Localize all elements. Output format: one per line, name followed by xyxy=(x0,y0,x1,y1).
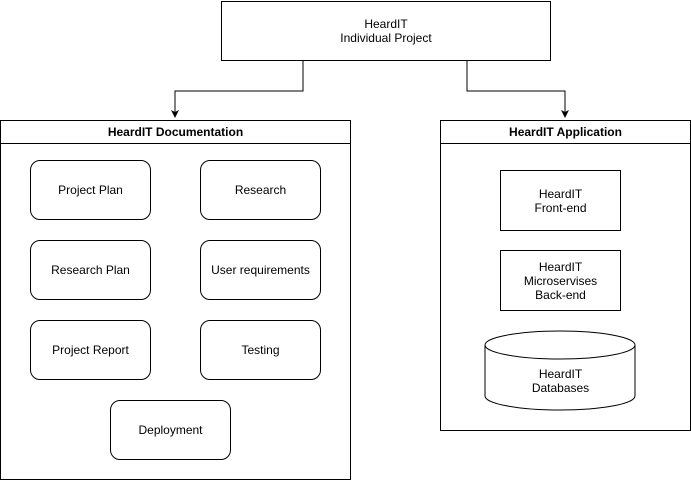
documentation-header: HeardIT Documentation xyxy=(1,121,350,144)
frontend-node[interactable]: HeardIT Front-end xyxy=(500,170,621,231)
connector-root-to-application xyxy=(466,61,569,118)
root-node-title: HeardIT xyxy=(364,17,408,31)
root-node-subtitle: Individual Project xyxy=(340,31,432,45)
doc-item-label: Project Report xyxy=(52,343,129,357)
application-header: HeardIT Application xyxy=(441,121,690,144)
backend-line2: Microservises xyxy=(523,273,598,288)
database-label: HeardIT Databases xyxy=(485,360,636,402)
database-line2: Databases xyxy=(531,381,590,395)
database-line1: HeardIT xyxy=(538,367,583,381)
doc-item-label: Deployment xyxy=(138,423,203,437)
doc-item-testing[interactable]: Testing xyxy=(200,320,321,380)
doc-item-label: Research Plan xyxy=(51,263,130,277)
doc-item-user-requirements[interactable]: User requirements xyxy=(200,240,321,300)
frontend-line1: HeardIT xyxy=(538,186,583,201)
doc-item-label: Research xyxy=(234,183,287,197)
doc-item-project-plan[interactable]: Project Plan xyxy=(30,160,151,220)
frontend-line2: Front-end xyxy=(534,200,587,215)
doc-item-label: Project Plan xyxy=(58,183,123,197)
backend-node[interactable]: HeardIT Microservises Back-end xyxy=(500,250,621,311)
connector-root-to-documentation xyxy=(171,61,304,118)
doc-item-research-plan[interactable]: Research Plan xyxy=(30,240,151,300)
backend-line3: Back-end xyxy=(535,287,586,302)
doc-item-label: User requirements xyxy=(211,263,310,277)
database-cylinder-icon[interactable] xyxy=(484,330,637,412)
doc-item-deployment[interactable]: Deployment xyxy=(110,400,231,460)
backend-line1: HeardIT xyxy=(538,259,583,274)
root-node[interactable]: HeardIT Individual Project xyxy=(221,1,551,61)
doc-item-label: Testing xyxy=(241,343,280,357)
doc-item-project-report[interactable]: Project Report xyxy=(30,320,151,380)
doc-item-research[interactable]: Research xyxy=(200,160,321,220)
